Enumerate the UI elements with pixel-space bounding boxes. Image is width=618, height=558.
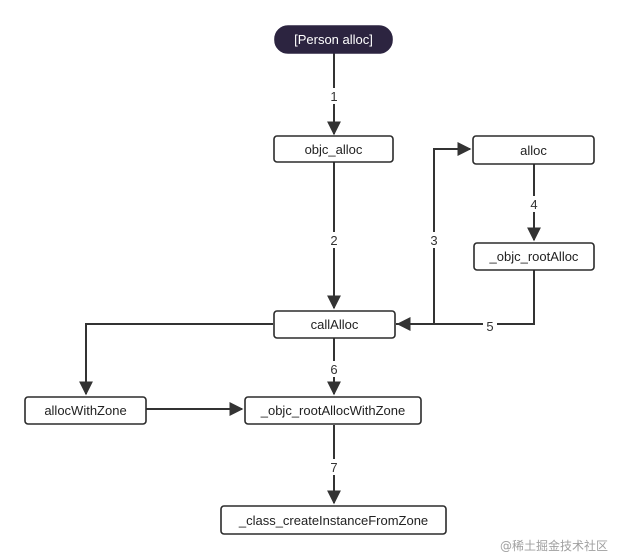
edge-label-1: 1	[330, 89, 337, 104]
edge-label-6: 6	[330, 362, 337, 377]
edge-label-2: 2	[330, 233, 337, 248]
node-class-createinstancefromzone: _class_createInstanceFromZone	[220, 505, 447, 535]
node-class-createinstancefromzone-label: _class_createInstanceFromZone	[238, 513, 428, 528]
node-objc-rootallocwithzone: _objc_rootAllocWithZone	[244, 396, 422, 425]
node-objc-rootalloc-label: _objc_rootAlloc	[489, 249, 579, 264]
edge-objc-rootalloc-to-callalloc	[396, 270, 535, 331]
edge-label-4: 4	[530, 197, 537, 212]
edge-callalloc-to-allocwithzone	[79, 323, 273, 396]
edge-label-3: 3	[430, 233, 437, 248]
node-callalloc: callAlloc	[273, 310, 396, 339]
node-objc-rootallocwithzone-label: _objc_rootAllocWithZone	[260, 403, 406, 418]
node-start: [Person alloc]	[274, 25, 393, 54]
node-callalloc-label: callAlloc	[311, 317, 359, 332]
node-alloc-label: alloc	[520, 143, 547, 158]
edge-label-5: 5	[486, 319, 493, 334]
node-allocwithzone-label: allocWithZone	[44, 403, 126, 418]
edge-label-7: 7	[330, 460, 337, 475]
node-objc-alloc-label: objc_alloc	[305, 142, 363, 157]
node-objc-rootalloc: _objc_rootAlloc	[473, 242, 595, 271]
node-start-label: [Person alloc]	[294, 32, 373, 47]
watermark: @稀土掘金技术社区	[499, 539, 608, 553]
edge-labels: 1 2 3 4 5 6 7	[327, 88, 541, 475]
node-allocwithzone: allocWithZone	[24, 396, 147, 425]
node-objc-alloc: objc_alloc	[273, 135, 394, 163]
edges	[79, 53, 541, 505]
node-alloc: alloc	[472, 135, 595, 165]
